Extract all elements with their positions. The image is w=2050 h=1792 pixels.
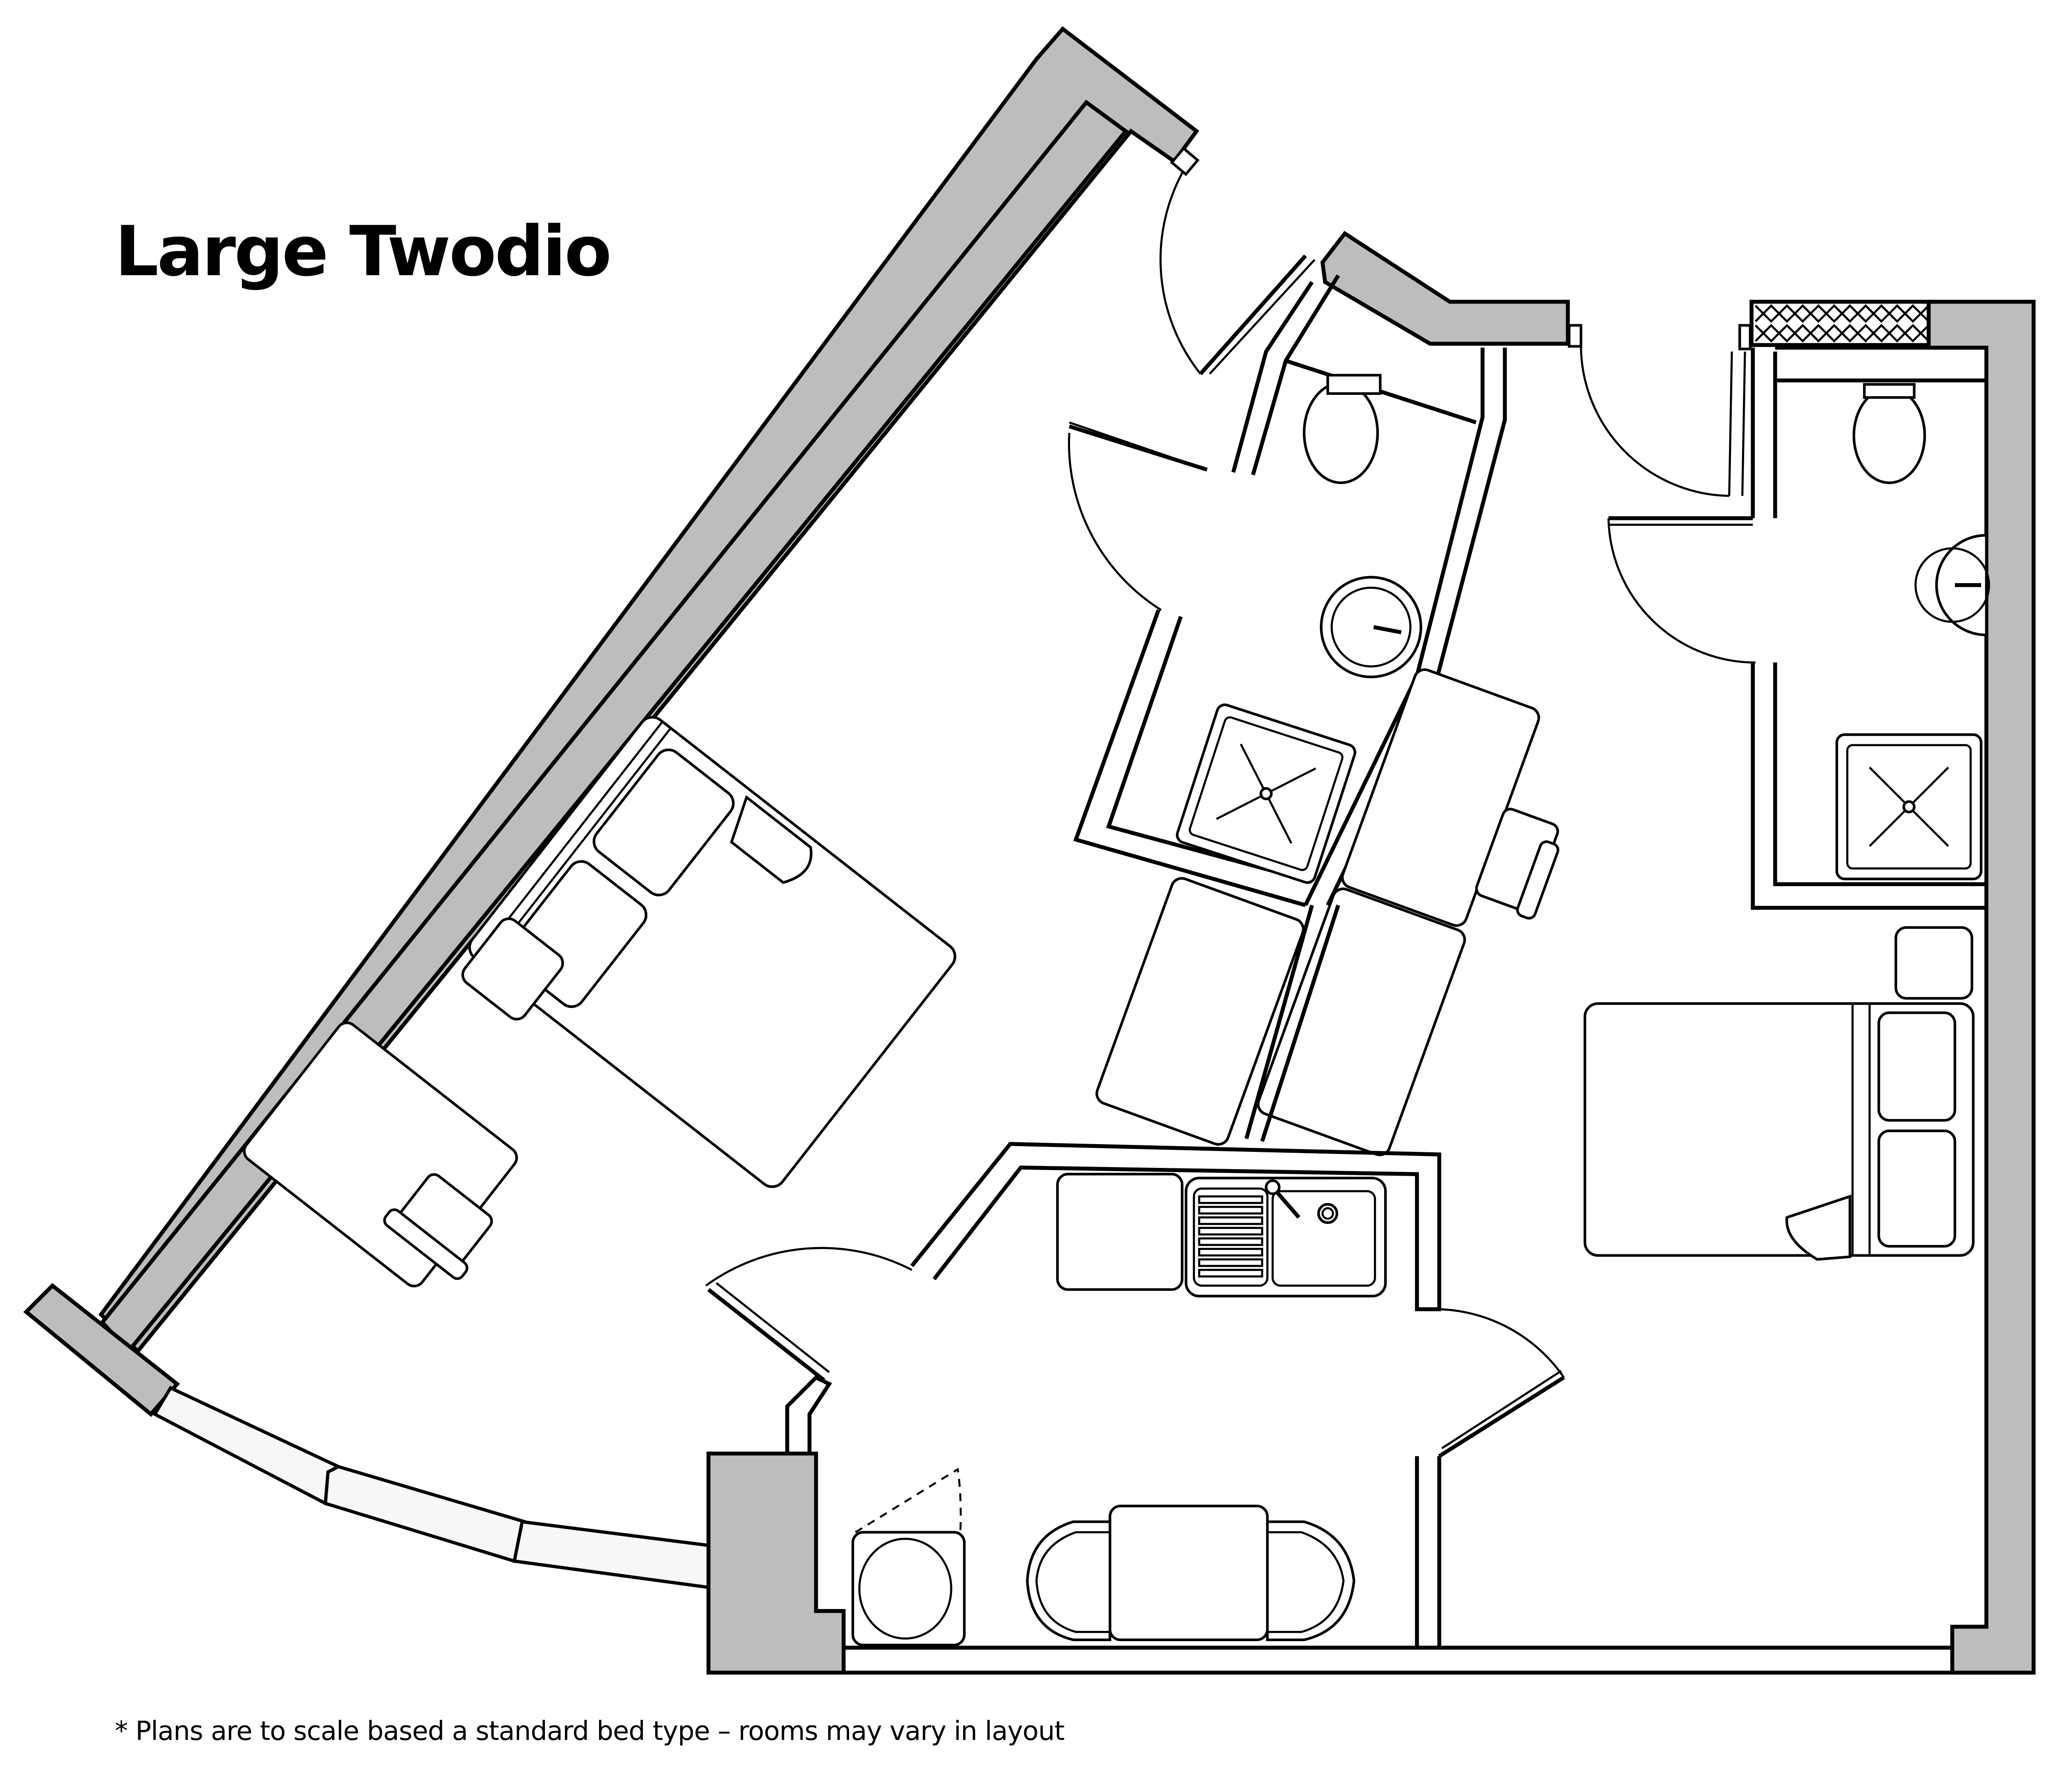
ensuite-right-fixtures	[1835, 383, 1990, 880]
chair-icon	[1266, 1520, 1355, 1642]
wardrobe-right-icon	[1257, 887, 1466, 1156]
bedside-table-icon	[461, 917, 564, 1021]
double-bed-icon	[1583, 1002, 1975, 1257]
plan-title: Large Twodio	[115, 211, 612, 292]
desk-chair-icon	[383, 1173, 493, 1280]
ensuite-right-walls	[1728, 324, 1986, 910]
ensuite-left-fixtures	[1176, 374, 1422, 884]
chair-icon	[1026, 1520, 1112, 1642]
entrance-door	[1159, 146, 1316, 375]
bedroom-right-door	[1568, 324, 1729, 497]
right-exterior-wall	[1749, 299, 2036, 1675]
dining-table-icon	[1026, 1505, 1355, 1642]
desk-icon	[243, 1021, 518, 1288]
kitchen-door-right	[1438, 1308, 1565, 1458]
top-middle-wall	[1320, 231, 1570, 346]
kitchen-fixtures	[851, 1173, 1387, 1646]
washing-machine-icon	[851, 1468, 966, 1646]
kitchen-door-left	[705, 1247, 913, 1382]
wardrobes-center	[1095, 877, 1466, 1156]
pillow-icon	[1877, 1129, 1957, 1248]
bottom-wall	[843, 1646, 2034, 1675]
desk-center	[1341, 668, 1560, 927]
ensuite-left-door	[1068, 421, 1207, 611]
pillow-icon	[592, 748, 735, 896]
ensuite-right-door	[1607, 516, 1756, 664]
shower-tray-icon	[1176, 703, 1356, 884]
wardrobe-left-icon	[1095, 877, 1305, 1146]
desk-left	[243, 1021, 518, 1288]
toilet-icon	[1303, 381, 1379, 484]
pillow-icon	[1877, 1011, 1957, 1122]
pillar-bottom-left	[706, 1451, 846, 1675]
shower-tray-icon	[1835, 733, 1983, 880]
bedside-table-icon	[1894, 926, 1973, 1000]
bay-window	[152, 1386, 710, 1589]
double-bed-icon	[468, 716, 957, 1188]
bed-left	[461, 716, 957, 1188]
desk-chair-icon	[1475, 807, 1560, 920]
wash-basin-icon	[1320, 576, 1422, 678]
counter-icon	[1056, 1173, 1184, 1291]
toilet-icon	[1852, 387, 1926, 484]
bed-right	[1583, 926, 1975, 1261]
plan-footnote: * Plans are to scale based a standard be…	[115, 1716, 1065, 1746]
